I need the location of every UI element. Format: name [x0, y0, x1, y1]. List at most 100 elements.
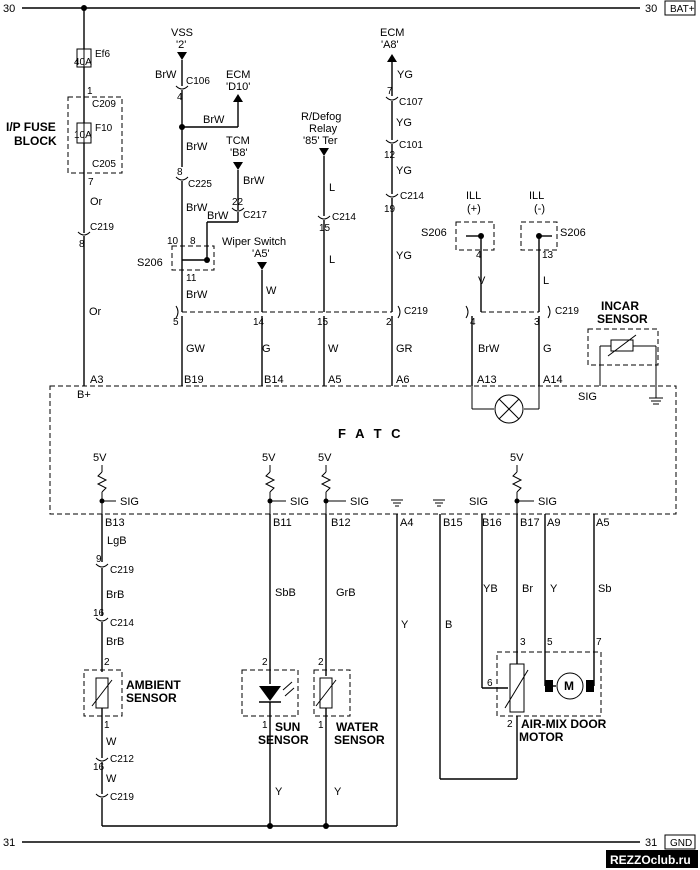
svg-text:'2': '2' — [176, 39, 186, 51]
svg-text:A3: A3 — [90, 374, 103, 386]
svg-text:5V: 5V — [93, 452, 107, 464]
svg-text:Or: Or — [90, 196, 103, 208]
svg-text:1: 1 — [87, 86, 93, 97]
ill-pos-label: ILL — [466, 190, 481, 202]
fuse-f10-rating: 10A — [74, 130, 92, 141]
svg-text:W: W — [106, 773, 117, 785]
svg-text:'D10': 'D10' — [226, 81, 250, 93]
svg-text:L: L — [543, 275, 549, 287]
svg-text:S206: S206 — [560, 227, 586, 239]
ecm-a8-label: ECM — [380, 27, 404, 39]
svg-text:A14: A14 — [543, 374, 563, 386]
conn-c219-ambient-low: C219 — [110, 792, 134, 803]
svg-text:BrB: BrB — [106, 589, 124, 601]
svg-text:GR: GR — [396, 343, 413, 355]
svg-text:LgB: LgB — [107, 535, 127, 547]
svg-text:BrB: BrB — [106, 636, 124, 648]
vss-label: VSS — [171, 27, 193, 39]
svg-text:BrW: BrW — [186, 141, 208, 153]
fatc-box — [49, 385, 677, 515]
fuse-branch: Ef6 40A 1 C209 F10 10A C205 7 I/P FUSE B… — [6, 5, 123, 386]
svg-text:YG: YG — [396, 117, 412, 129]
svg-text:4: 4 — [470, 317, 476, 328]
svg-text:GrB: GrB — [336, 587, 356, 599]
svg-text:7: 7 — [88, 177, 94, 188]
conn-c225: C225 — [188, 179, 212, 190]
svg-text:A6: A6 — [396, 374, 409, 386]
svg-text:B15: B15 — [443, 517, 463, 529]
svg-text:2: 2 — [507, 719, 513, 730]
incar-label: INCAR — [601, 299, 639, 313]
svg-text:7: 7 — [387, 86, 393, 97]
conn-c107: C107 — [399, 97, 423, 108]
svg-text:BrW: BrW — [155, 69, 177, 81]
bat-tag: BAT+ — [670, 4, 695, 15]
bat-plus-rail: 30 30 BAT+ — [3, 0, 696, 16]
svg-text:SENSOR: SENSOR — [258, 733, 309, 747]
fatc-unit: F A T C A3 B+ B19 B14 A5 A6 A13 A14 5V S… — [49, 374, 677, 529]
conn-c214-defog: C214 — [332, 212, 356, 223]
conn-c214-ecm: C214 — [400, 191, 424, 202]
svg-text:22: 22 — [232, 197, 244, 208]
svg-text:A4: A4 — [400, 517, 413, 529]
svg-text:SIG: SIG — [538, 496, 557, 508]
ambient-branch: LgB 9 C219 BrB 16 C214 BrB 2 AMBIENT SEN… — [83, 514, 181, 826]
rail-31-right: 31 — [645, 837, 657, 849]
svg-text:BLOCK: BLOCK — [14, 134, 57, 148]
tcm-label: TCM — [226, 135, 250, 147]
svg-text:V: V — [478, 275, 486, 287]
svg-text:2: 2 — [386, 317, 392, 328]
svg-text:Y: Y — [334, 786, 342, 798]
svg-text:15: 15 — [319, 223, 331, 234]
svg-text:'85' Ter: '85' Ter — [303, 135, 338, 147]
svg-text:2: 2 — [262, 657, 268, 668]
water-sensor-label: WATER — [336, 720, 379, 734]
svg-text:GW: GW — [186, 343, 206, 355]
conn-c219-feed: C219 — [90, 222, 114, 233]
svg-text:YG: YG — [397, 69, 413, 81]
svg-text:A9: A9 — [547, 517, 560, 529]
conn-c101: C101 — [399, 140, 423, 151]
svg-text:MOTOR: MOTOR — [519, 730, 564, 744]
svg-text:SENSOR: SENSOR — [126, 691, 177, 705]
illumination-lamp-icon — [494, 394, 524, 424]
svg-text:'A5': 'A5' — [252, 248, 270, 260]
svg-text:14: 14 — [253, 317, 265, 328]
svg-text:SENSOR: SENSOR — [334, 733, 385, 747]
svg-text:Y: Y — [401, 619, 409, 631]
svg-text:(-): (-) — [534, 203, 545, 215]
svg-text:3: 3 — [520, 637, 526, 648]
svg-text:2: 2 — [104, 657, 110, 668]
svg-text:5V: 5V — [262, 452, 276, 464]
svg-text:B14: B14 — [264, 374, 284, 386]
conn-c205: C205 — [92, 159, 116, 170]
airmix-branch: B 2 YB 6 Br 3 Y 5 Sb 7 M AIR-MIX DOOR MO… — [439, 514, 611, 780]
svg-text:SbB: SbB — [275, 587, 296, 599]
s206-left-label: S206 — [137, 257, 163, 269]
defog-branch: R/Defog Relay '85' Ter L C214 15 L — [301, 111, 356, 312]
svg-text:1: 1 — [104, 720, 110, 731]
fuse-block-box — [67, 96, 123, 174]
svg-text:(+): (+) — [467, 203, 481, 215]
svg-text:B17: B17 — [520, 517, 540, 529]
conn-c212: C212 — [110, 754, 134, 765]
svg-text:YG: YG — [396, 250, 412, 262]
fatc-title: F A T C — [338, 426, 404, 441]
ambient-label: AMBIENT — [126, 678, 181, 692]
svg-text:9: 9 — [96, 554, 102, 565]
gnd-tag: GND — [670, 838, 692, 849]
wiper-label: Wiper Switch — [222, 236, 286, 248]
conn-c219-ambient: C219 — [110, 565, 134, 576]
vss-branch: VSS '2' BrW C106 4 ECM 'D10' BrW BrW 8 C… — [137, 27, 267, 312]
svg-text:19: 19 — [384, 204, 396, 215]
svg-text:Br: Br — [522, 583, 533, 595]
conn-c214-ambient: C214 — [110, 618, 134, 629]
svg-text:B12: B12 — [331, 517, 351, 529]
ecm-d10-label: ECM — [226, 69, 250, 81]
ecm-a8-branch: ECM 'A8' YG 7 C107 YG C101 12 YG C214 19… — [380, 27, 424, 312]
fuse-f10-name: F10 — [95, 123, 113, 134]
svg-text:BrW: BrW — [186, 202, 208, 214]
svg-text:2: 2 — [318, 657, 324, 668]
svg-text:Sb: Sb — [598, 583, 611, 595]
